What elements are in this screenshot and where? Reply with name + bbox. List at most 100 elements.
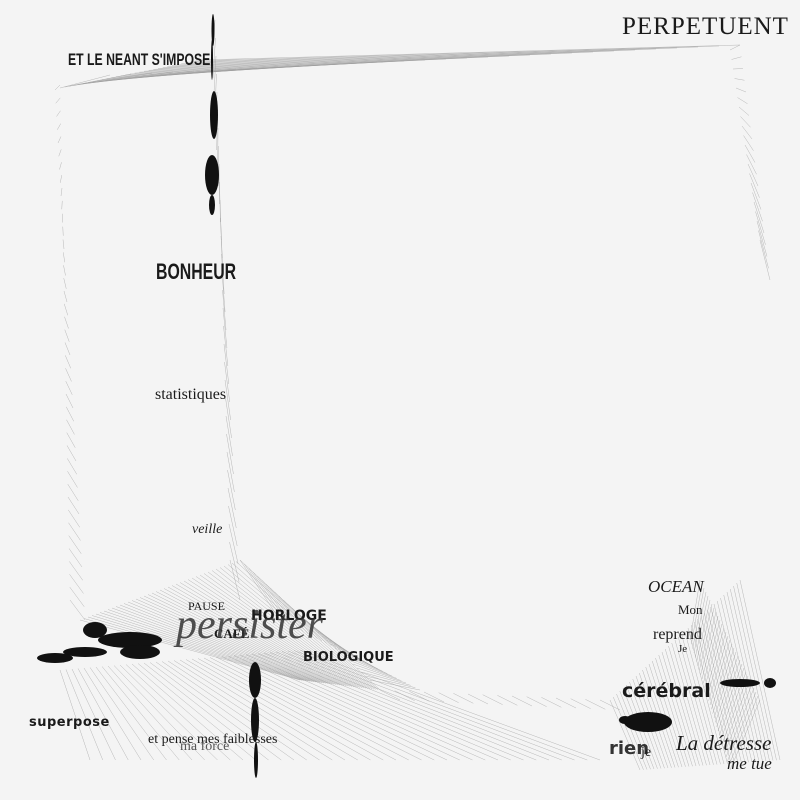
thread	[167, 586, 345, 686]
thread	[225, 397, 232, 439]
thread	[704, 612, 742, 763]
ink-blob	[619, 716, 631, 724]
thread	[239, 559, 281, 621]
word-ma-force: ma force	[180, 739, 230, 754]
thread	[668, 645, 704, 766]
thread	[245, 654, 486, 761]
thread	[755, 211, 766, 245]
thread	[127, 601, 325, 684]
thread	[758, 230, 769, 269]
ink-blob	[83, 622, 107, 638]
thread	[123, 603, 323, 683]
thread	[61, 200, 63, 210]
thread	[661, 651, 697, 767]
thread	[730, 588, 770, 761]
ink-blob	[209, 195, 215, 215]
thread	[239, 559, 381, 691]
thread	[185, 659, 358, 761]
thread	[409, 691, 430, 702]
thread	[707, 631, 727, 697]
thread	[68, 548, 83, 568]
thread	[151, 592, 337, 685]
thread	[59, 162, 62, 170]
thread	[220, 235, 224, 277]
thread	[171, 50, 615, 66]
thread	[66, 432, 76, 448]
thread	[155, 591, 339, 685]
thread	[64, 329, 70, 342]
thread	[369, 679, 421, 691]
thread	[66, 419, 75, 435]
word-reprend: reprend	[653, 626, 702, 643]
thread	[69, 561, 83, 581]
thread	[224, 379, 231, 421]
thread	[113, 665, 205, 761]
thread	[69, 587, 85, 607]
thread	[125, 664, 231, 761]
thread	[57, 136, 62, 144]
ink-blob	[249, 662, 261, 698]
thread	[715, 655, 739, 723]
thread	[69, 574, 84, 594]
thread	[68, 509, 80, 528]
thread	[65, 355, 71, 369]
thread	[743, 135, 754, 151]
thread	[703, 619, 721, 684]
thread	[224, 361, 230, 403]
thread	[101, 666, 180, 761]
thread	[671, 642, 707, 766]
thread	[190, 46, 699, 63]
thread	[77, 668, 129, 761]
thread	[729, 44, 741, 51]
thread	[526, 696, 547, 707]
thread	[239, 654, 473, 761]
thread	[293, 650, 588, 761]
ink-blob	[764, 678, 776, 688]
word-je-1: Je	[678, 643, 688, 655]
thread	[287, 650, 575, 761]
thread	[737, 97, 748, 104]
thread	[717, 663, 743, 732]
thread	[728, 695, 759, 766]
ink-blob	[120, 645, 160, 659]
word-statistiques: statistiques	[155, 386, 227, 403]
thread	[694, 621, 732, 764]
word-mon: Mon	[678, 602, 703, 617]
thread	[753, 201, 765, 234]
ink-marks	[37, 14, 776, 778]
thread	[541, 697, 562, 708]
thread	[729, 699, 761, 771]
thread	[203, 573, 363, 688]
thread	[744, 144, 756, 163]
thread	[99, 612, 311, 682]
thread	[63, 265, 66, 276]
thread	[453, 693, 474, 704]
thread	[223, 325, 229, 367]
thread	[62, 239, 65, 250]
word-superpose: superpose	[29, 715, 110, 730]
thread	[64, 342, 71, 356]
thread	[119, 664, 218, 761]
thread	[83, 618, 303, 681]
thread	[191, 577, 357, 688]
word-faiblesses: et pense mes faiblesses	[148, 732, 278, 747]
thread	[107, 665, 193, 761]
thread	[734, 78, 745, 81]
thread	[599, 699, 621, 711]
thread	[223, 343, 229, 385]
thread	[265, 583, 309, 635]
thread	[227, 469, 236, 511]
word-horloge: HORLOGE	[251, 608, 327, 624]
thread	[356, 667, 407, 684]
thread	[739, 579, 781, 761]
thread	[747, 163, 759, 187]
ink-blob	[205, 155, 219, 195]
thread	[723, 594, 763, 762]
thread	[233, 655, 460, 761]
thread	[65, 368, 72, 382]
thread	[270, 587, 313, 637]
thread	[143, 56, 489, 72]
thread	[149, 662, 282, 761]
thread	[752, 192, 763, 222]
thread	[704, 623, 723, 688]
